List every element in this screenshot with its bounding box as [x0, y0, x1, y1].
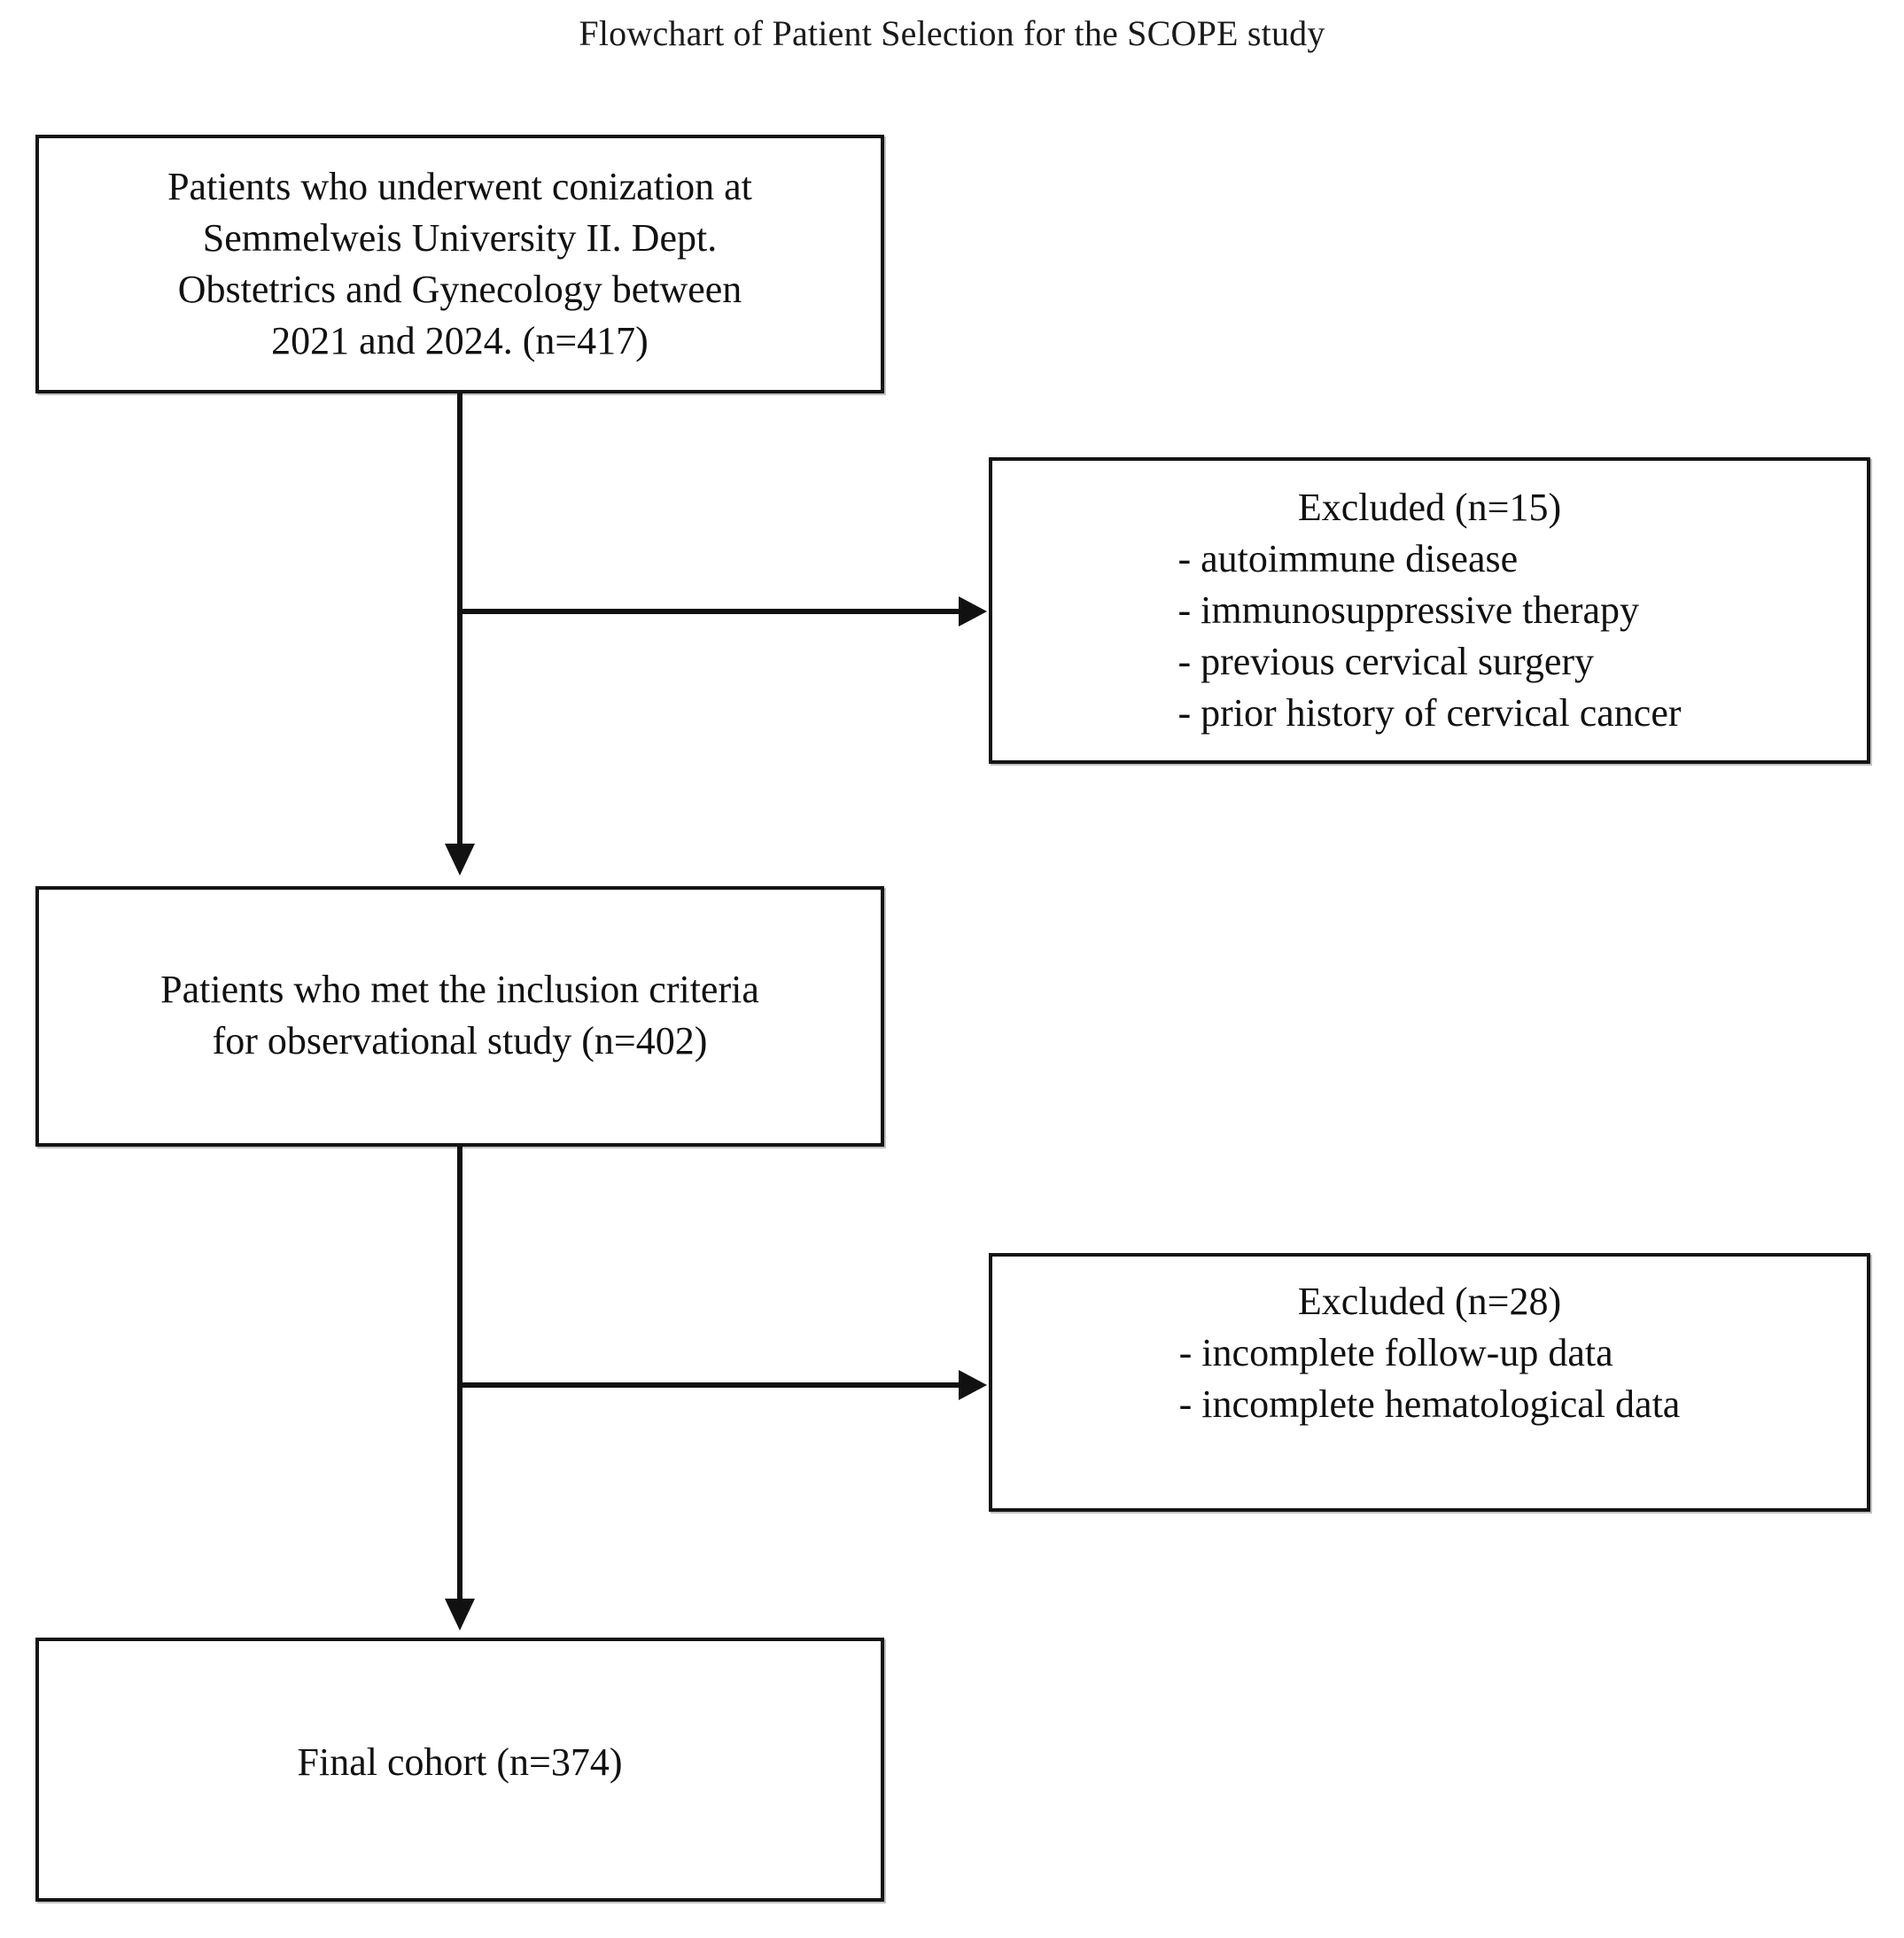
final-cohort-box: Final cohort (n=374) — [35, 1638, 884, 1902]
source-cohort-line-1: Patients who underwent conization at — [167, 165, 752, 208]
excluded-2-reason-2: - incomplete hematological data — [1178, 1382, 1681, 1426]
final-cohort-text: Final cohort (n=374) — [39, 1737, 881, 1788]
excluded-box-1: Excluded (n=15) - autoimmune disease - i… — [989, 457, 1870, 764]
inclusion-line-2: for observational study (n=402) — [212, 1019, 708, 1062]
connector-cohort-to-excluded-1-line — [460, 609, 961, 614]
connector-cohort-to-inclusion-line — [457, 393, 462, 847]
excluded-1-reason-2: - immunosuppressive therapy — [1177, 588, 1640, 632]
connector-inclusion-to-final-line — [457, 1147, 462, 1602]
source-cohort-line-3: Obstetrics and Gynecology between — [177, 268, 742, 311]
excluded-1-text: Excluded (n=15) - autoimmune disease - i… — [992, 482, 1867, 739]
excluded-1-reason-4: - prior history of cervical cancer — [1177, 691, 1682, 735]
source-cohort-box: Patients who underwent conization at Sem… — [35, 135, 884, 393]
arrow-right-icon-to-excluded-1 — [959, 596, 987, 627]
source-cohort-line-2: Semmelweis University II. Dept. — [202, 216, 718, 260]
inclusion-criteria-box: Patients who met the inclusion criteria … — [35, 886, 884, 1147]
arrow-down-icon-to-final — [445, 1599, 475, 1631]
source-cohort-line-4: 2021 and 2024. (n=417) — [271, 319, 649, 362]
final-cohort-line-1: Final cohort (n=374) — [297, 1740, 623, 1784]
excluded-2-reason-1: - incomplete follow-up data — [1178, 1331, 1613, 1374]
excluded-1-reason-list: - autoimmune disease - immunosuppressive… — [1177, 533, 1681, 739]
arrow-down-icon-to-inclusion — [445, 844, 475, 876]
excluded-2-reason-list: - incomplete follow-up data - incomplete… — [1179, 1327, 1681, 1430]
excluded-1-reason-3: - previous cervical surgery — [1177, 640, 1595, 683]
source-cohort-text: Patients who underwent conization at Sem… — [39, 161, 881, 367]
excluded-1-heading: Excluded (n=15) — [1297, 486, 1562, 529]
excluded-2-text: Excluded (n=28) - incomplete follow-up d… — [992, 1276, 1867, 1430]
arrow-right-icon-to-excluded-2 — [959, 1370, 987, 1400]
excluded-1-reason-1: - autoimmune disease — [1177, 537, 1519, 580]
connector-inclusion-to-excluded-2-line — [460, 1382, 961, 1388]
inclusion-criteria-text: Patients who met the inclusion criteria … — [39, 964, 881, 1067]
page-title: Flowchart of Patient Selection for the S… — [579, 13, 1325, 53]
inclusion-line-1: Patients who met the inclusion criteria — [160, 968, 759, 1011]
excluded-2-heading: Excluded (n=28) — [1297, 1280, 1562, 1323]
excluded-box-2: Excluded (n=28) - incomplete follow-up d… — [989, 1253, 1870, 1512]
